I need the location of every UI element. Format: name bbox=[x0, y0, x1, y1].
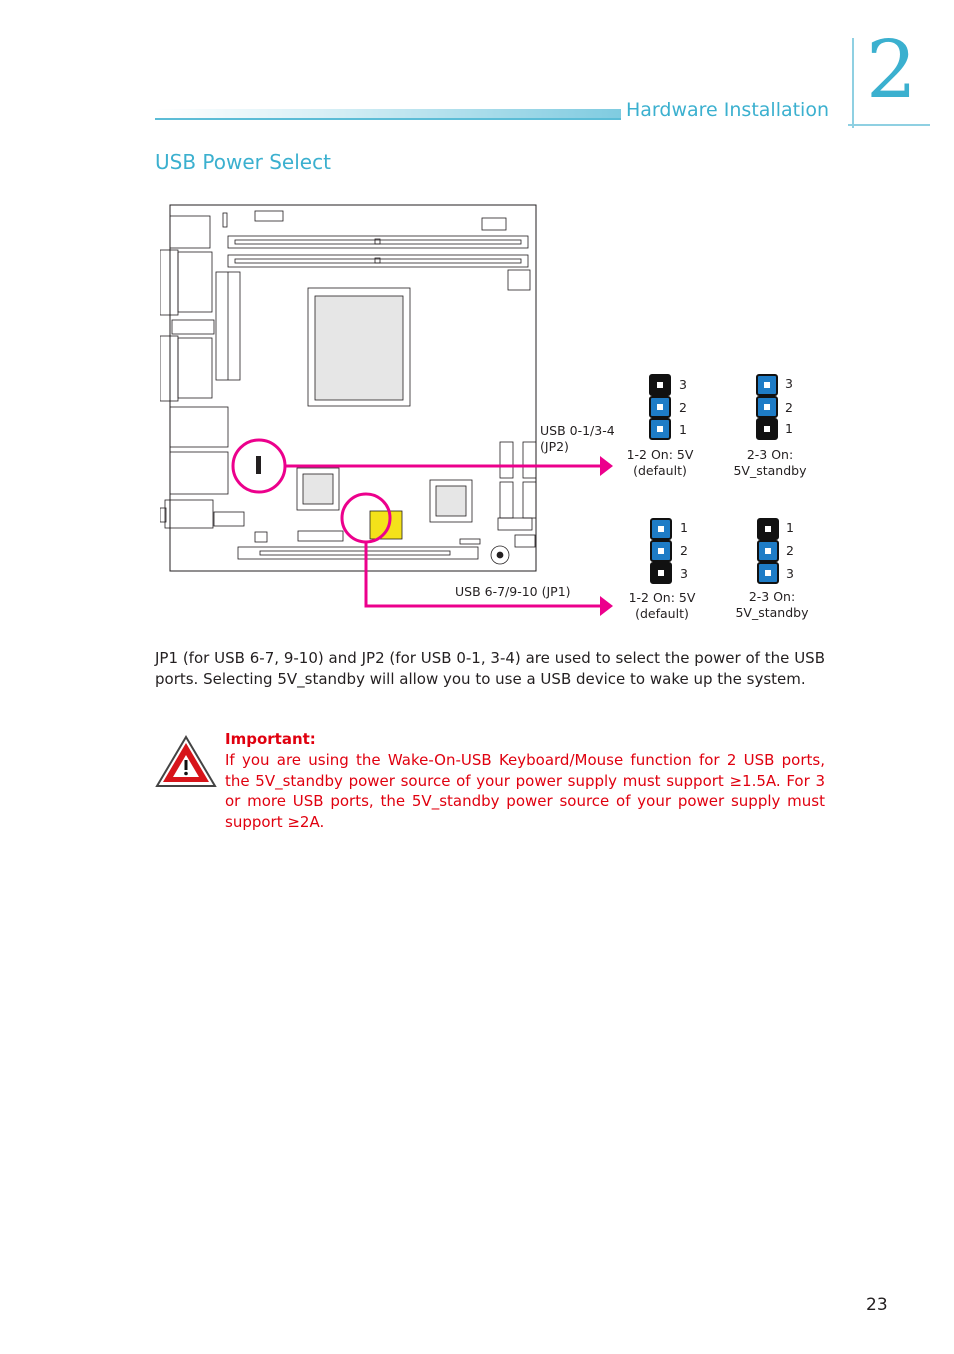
jumper-pin bbox=[756, 374, 778, 396]
chapter-number: 2 bbox=[866, 23, 917, 116]
caption-line: 2-3 On: bbox=[746, 447, 794, 462]
pin-number: 2 bbox=[785, 400, 793, 415]
jumper-jp1-default bbox=[650, 518, 672, 584]
pin-number: 1 bbox=[786, 520, 794, 535]
jp2-default-caption: 1-2 On: 5V (default) bbox=[610, 447, 710, 479]
pin-number: 1 bbox=[785, 421, 793, 436]
jumper-jp2-default bbox=[649, 374, 671, 440]
jumper-pin bbox=[757, 518, 779, 540]
caption-line: 2-3 On: bbox=[748, 589, 796, 604]
caption-line: (default) bbox=[633, 463, 687, 478]
caption-line: 5V_standby bbox=[735, 605, 809, 620]
chapter-tab-line bbox=[852, 38, 854, 128]
jp1-label: USB 6-7/9-10 (JP1) bbox=[455, 584, 571, 599]
jp2-label: USB 0-1/3-4 (JP2) bbox=[540, 423, 615, 455]
jp2-label-line2: (JP2) bbox=[540, 439, 569, 454]
jumper-pin bbox=[756, 418, 778, 440]
jumper-pin bbox=[649, 396, 671, 418]
important-title: Important: bbox=[225, 730, 316, 748]
pin-number: 2 bbox=[786, 543, 794, 558]
caption-line: 5V_standby bbox=[733, 463, 807, 478]
pin-number: 3 bbox=[679, 377, 687, 392]
jumper-pin bbox=[757, 540, 779, 562]
jp1-standby-caption: 2-3 On: 5V_standby bbox=[722, 589, 822, 621]
body-paragraph: JP1 (for USB 6-7, 9-10) and JP2 (for USB… bbox=[155, 649, 825, 688]
motherboard-diagram bbox=[160, 204, 613, 616]
jumper-jp2-standby bbox=[756, 374, 778, 440]
pin-number: 3 bbox=[785, 376, 793, 391]
pin-number: 3 bbox=[680, 566, 688, 581]
pin-number: 2 bbox=[679, 400, 687, 415]
jp2-label-line1: USB 0-1/3-4 bbox=[540, 423, 615, 438]
jumper-jp1-standby bbox=[757, 518, 779, 584]
pin-number: 3 bbox=[786, 566, 794, 581]
jp2-standby-caption: 2-3 On: 5V_standby bbox=[720, 447, 820, 479]
jumper-pin bbox=[757, 562, 779, 584]
important-text: If you are using the Wake-On-USB Keyboar… bbox=[225, 751, 825, 831]
chapter-title: Hardware Installation bbox=[626, 99, 830, 121]
jumper-pin bbox=[756, 396, 778, 418]
jumper-pin bbox=[650, 518, 672, 540]
caption-line: (default) bbox=[635, 606, 689, 621]
jumper-pin bbox=[650, 540, 672, 562]
caption-line: 1-2 On: 5V bbox=[628, 590, 696, 605]
caption-line: 1-2 On: 5V bbox=[626, 447, 694, 462]
jp1-default-caption: 1-2 On: 5V (default) bbox=[612, 590, 712, 622]
header-gradient-bar bbox=[155, 109, 621, 120]
header-rule bbox=[155, 118, 621, 120]
jumper-pin bbox=[649, 374, 671, 396]
section-title: USB Power Select bbox=[155, 150, 331, 174]
chapter-tab-underline bbox=[848, 124, 930, 126]
warning-triangle-icon bbox=[155, 735, 217, 787]
jumper-pin bbox=[650, 562, 672, 584]
jumper-pin bbox=[649, 418, 671, 440]
pin-number: 2 bbox=[680, 543, 688, 558]
pin-number: 1 bbox=[680, 520, 688, 535]
pin-number: 1 bbox=[679, 422, 687, 437]
page-number: 23 bbox=[866, 1295, 888, 1315]
